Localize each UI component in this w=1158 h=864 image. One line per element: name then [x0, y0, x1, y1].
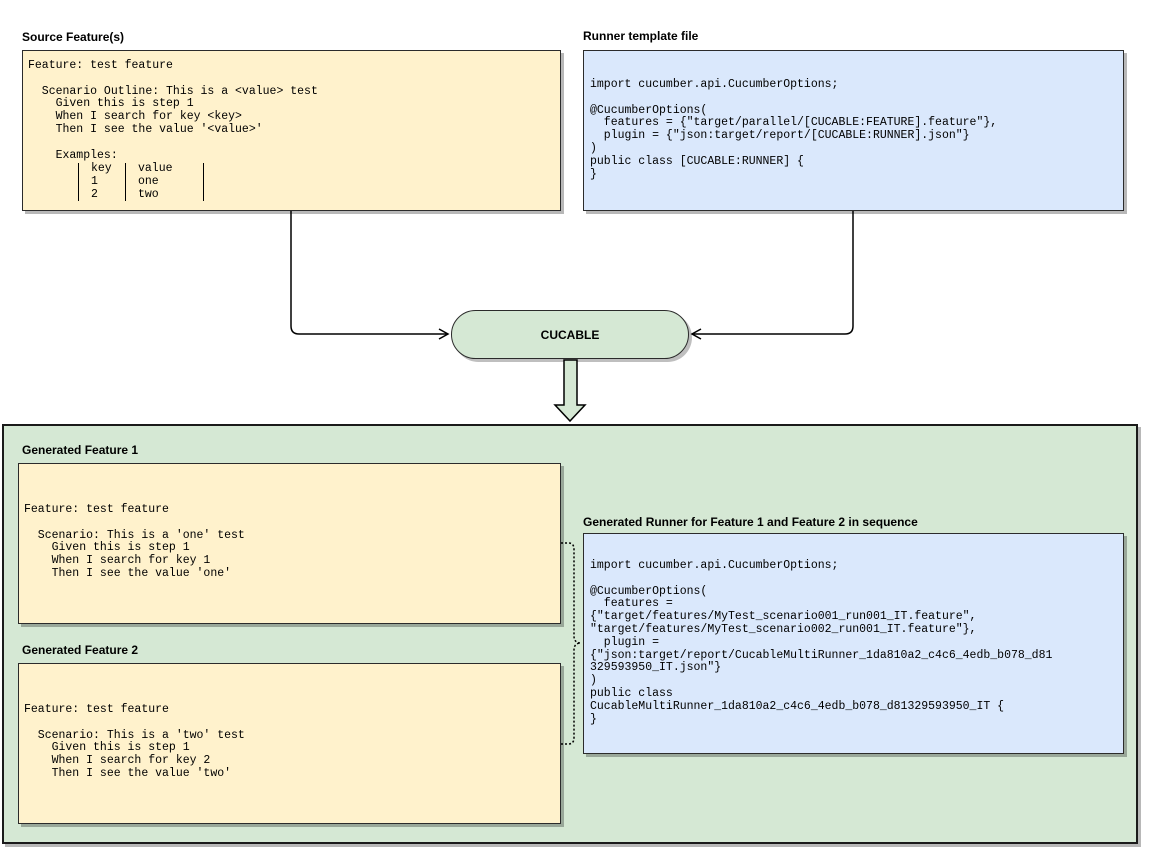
- block-arrow-down: [553, 359, 587, 423]
- examples-cell-key: 2: [78, 188, 126, 202]
- generated-feature-2-code: Feature: test feature Scenario: This is …: [24, 703, 245, 780]
- examples-cell-key: key: [78, 162, 126, 176]
- generated-feature-2-label: Generated Feature 2: [22, 643, 139, 657]
- examples-cell-value: one: [125, 175, 204, 189]
- generated-feature-1-box: Feature: test feature Scenario: This is …: [18, 463, 561, 624]
- source-features-label: Source Feature(s): [22, 30, 125, 44]
- generated-runner-code: import cucumber.api.CucumberOptions; @Cu…: [590, 559, 1053, 726]
- dotted-link-feature-2: [561, 642, 582, 745]
- generated-feature-2-box: Feature: test feature Scenario: This is …: [18, 663, 561, 824]
- generated-feature-1-code: Feature: test feature Scenario: This is …: [24, 503, 245, 580]
- cucable-label: CUCABLE: [540, 327, 600, 342]
- generated-runner-box: import cucumber.api.CucumberOptions; @Cu…: [583, 533, 1124, 754]
- connector-source-to-cucable: [290, 211, 450, 340]
- source-feature-code: Feature: test feature Scenario Outline: …: [28, 59, 318, 162]
- runner-template-code: import cucumber.api.CucumberOptions; @Cu…: [590, 78, 998, 181]
- examples-cell-key: 1: [78, 175, 126, 189]
- examples-cell-value: value: [125, 162, 204, 176]
- runner-template-label: Runner template file: [583, 29, 699, 43]
- examples-cell-value: two: [125, 188, 204, 202]
- cucable-process: CUCABLE: [451, 310, 689, 359]
- source-feature-box: Feature: test feature Scenario Outline: …: [22, 50, 561, 211]
- runner-template-box: import cucumber.api.CucumberOptions; @Cu…: [583, 50, 1124, 211]
- dotted-link-feature-1: [561, 542, 582, 644]
- generated-runner-label: Generated Runner for Feature 1 and Featu…: [583, 515, 918, 529]
- generated-feature-1-label: Generated Feature 1: [22, 443, 139, 457]
- connector-template-to-cucable: [690, 211, 854, 340]
